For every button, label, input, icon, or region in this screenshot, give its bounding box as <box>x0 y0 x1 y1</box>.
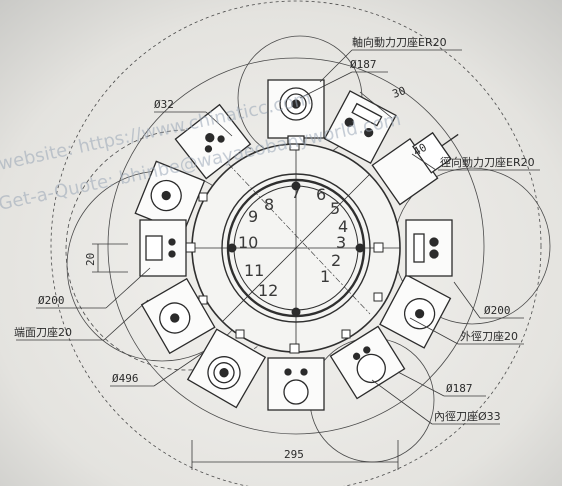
tool-stations <box>134 79 459 411</box>
dim-20-label: 20 <box>84 253 97 266</box>
tool-station-od-holder <box>379 274 452 349</box>
dial-number: 1 <box>320 267 330 286</box>
dial-numbers: 1 2 3 4 5 6 7 8 9 10 11 12 <box>238 183 348 300</box>
dial-number: 9 <box>248 207 258 226</box>
tool-station-bottom <box>267 357 325 411</box>
tool-station-lower-left <box>186 328 267 409</box>
axial-holder-label: 軸向動力刀座ER20 <box>352 35 447 49</box>
tool-station-left-lower <box>140 277 216 355</box>
dial-number: 4 <box>338 217 348 236</box>
dial-number: 6 <box>316 185 326 204</box>
od-holder-label: 外徑刀座20 <box>460 329 518 343</box>
radial-holder-label: 徑向動力刀座ER20 <box>440 155 535 169</box>
tool-station-axial-top <box>267 79 325 145</box>
dim-40-label: 40 <box>411 141 429 159</box>
tool-station-upper-left <box>174 103 252 180</box>
phi496-label: Ø496 <box>112 372 139 385</box>
tool-station-end-face <box>139 219 187 277</box>
phi187-top-label: Ø187 <box>350 58 377 71</box>
leader-lines <box>16 49 540 470</box>
dial-number: 3 <box>336 233 346 252</box>
tool-station-axial-powered <box>323 90 397 164</box>
end-face-holder-label: 端面刀座20 <box>14 325 72 339</box>
phi187-bottom-label: Ø187 <box>446 382 473 395</box>
tool-station-id-holder <box>329 325 406 400</box>
dim-295-label: 295 <box>284 448 304 461</box>
annotation-labels: 軸向動力刀座ER20 Ø187 30 Ø32 40 徑向動力刀座ER20 20 … <box>14 35 535 461</box>
tool-station-radial-powered <box>371 131 459 206</box>
dim-30-label: 30 <box>391 84 408 101</box>
dial-number: 11 <box>244 261 264 280</box>
dial-number: 7 <box>291 183 301 202</box>
dial-number: 8 <box>264 195 274 214</box>
phi32-label: Ø32 <box>154 98 174 111</box>
tool-station-radial-right <box>405 219 453 277</box>
dial-number: 2 <box>331 251 341 270</box>
dial-number: 12 <box>258 281 278 300</box>
dial-number: 10 <box>238 233 258 252</box>
phi200-left-label: Ø200 <box>38 294 65 307</box>
id-holder-label: 內徑刀座Ø33 <box>434 409 501 423</box>
phi200-right-label: Ø200 <box>484 304 511 317</box>
dial-number: 5 <box>330 199 340 218</box>
